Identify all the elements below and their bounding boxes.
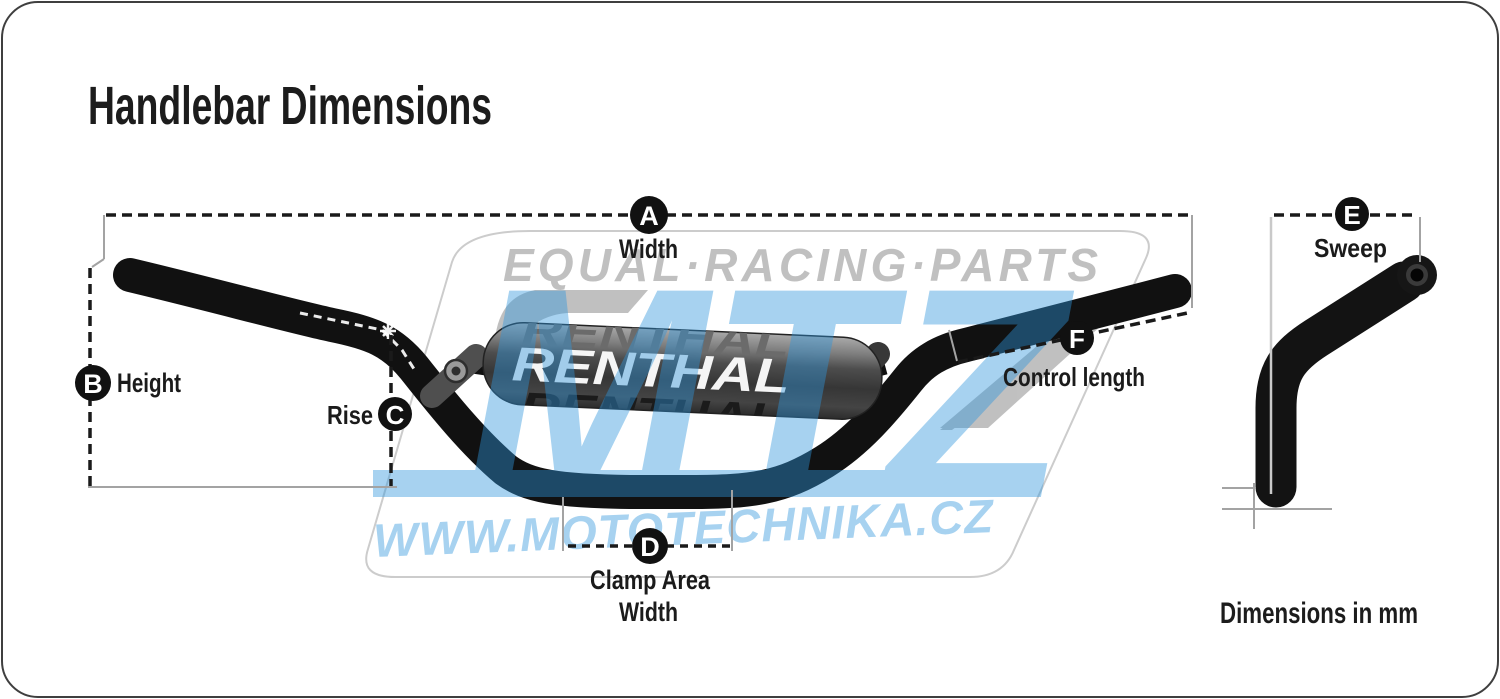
- bend-sparkle: [380, 323, 396, 339]
- dimension-labels: Width Height Rise Clamp Area Width Sweep…: [117, 233, 1387, 627]
- tilted-card-outline: [365, 230, 1150, 578]
- dim-b-marker: [75, 365, 111, 401]
- dim-f-label: Control length: [1003, 362, 1145, 392]
- pad-brand-main: RENTHAL: [511, 338, 791, 404]
- dim-d-label-line1: Clamp Area: [590, 565, 711, 595]
- dim-c-marker: [378, 397, 412, 431]
- extension-lines: [88, 215, 1421, 551]
- dim-b-label: Height: [117, 368, 181, 398]
- dim-d-marker: [632, 528, 668, 564]
- endview-bar-end-hole: [1410, 268, 1424, 282]
- bar-pad-body: [482, 321, 883, 420]
- dim-e-marker: [1335, 197, 1369, 231]
- dimension-annotations: A B C D E F Width Height Rise Clamp Area…: [75, 196, 1421, 627]
- dim-a-letter: A: [639, 201, 659, 231]
- watermark-racing-parts: EQUAL·RACING·PARTS: [503, 239, 1098, 291]
- watermark-underline-band: [373, 470, 962, 497]
- sweep-endview-tube: [1255, 255, 1437, 508]
- dim-d-letter: D: [640, 532, 660, 562]
- watermark-monogram: MTZ: [465, 225, 1078, 561]
- handlebar-tube: [113, 258, 1192, 509]
- dim-c-letter: C: [386, 400, 405, 430]
- dim-c-label: Rise: [327, 400, 373, 430]
- gray-monogram-fragment: [495, 290, 648, 372]
- dimension-markers: A B C D E F: [75, 196, 1369, 564]
- dim-e-letter: E: [1343, 200, 1360, 230]
- endview-tube-body: [1255, 261, 1425, 508]
- blue-watermark-layer: MTZ WWW.MOTOTECHNIKA.CZ: [372, 225, 1078, 567]
- dim-e-label: Sweep: [1314, 233, 1387, 263]
- dim-f-marker: [1060, 321, 1094, 355]
- dim-a-marker: [630, 196, 668, 234]
- dim-d-label-line2: Width: [619, 597, 678, 627]
- gray-monogram-stub: [940, 396, 997, 430]
- dim-b-letter: B: [83, 369, 103, 399]
- dim-a-label: Width: [619, 234, 678, 264]
- units-note: Dimensions in mm: [1220, 597, 1418, 630]
- gray-watermark-layer: EQUAL·RACING·PARTS: [495, 239, 1134, 430]
- dim-f-letter: F: [1069, 324, 1085, 354]
- page-title: Handlebar Dimensions: [88, 76, 492, 136]
- left-clamp-bolt-center: [451, 366, 461, 376]
